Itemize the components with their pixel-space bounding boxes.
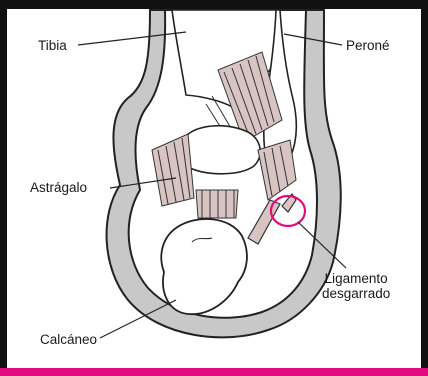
accent-bottom-bar — [0, 368, 428, 376]
